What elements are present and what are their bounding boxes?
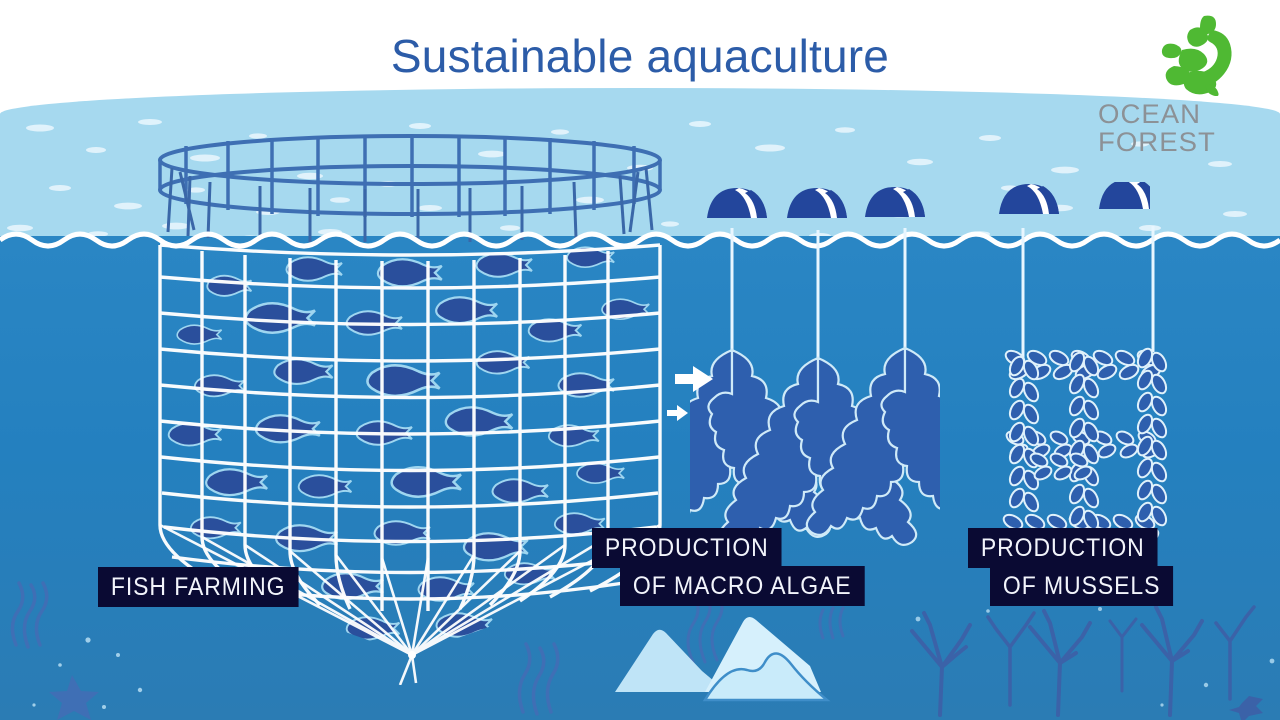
- buoy: [999, 184, 1059, 214]
- seabed-rocks: [605, 596, 895, 720]
- coral-icon: [910, 611, 972, 717]
- wave-svg: [0, 231, 1280, 249]
- title-band: [0, 0, 1280, 100]
- page-title: Sustainable aquaculture: [390, 30, 890, 82]
- logo-line-1: OCEAN: [1098, 99, 1202, 129]
- bubbles: [915, 607, 1275, 707]
- buoy: [707, 188, 767, 218]
- rock: [702, 652, 831, 702]
- mid-seabed-flora: [505, 620, 615, 720]
- net-svg: [158, 243, 662, 686]
- coral-icon: [1140, 605, 1204, 717]
- mussel-rope: [1029, 452, 1093, 481]
- buoy: [865, 187, 925, 217]
- rock: [615, 629, 727, 692]
- buoy: [1099, 182, 1150, 209]
- mid-flora-svg: [517, 642, 560, 716]
- label-macro-algae-line2[interactable]: OF MACRO ALGAE: [620, 566, 865, 606]
- corals-svg: [910, 605, 1275, 720]
- coral-icon: [1214, 605, 1256, 701]
- logo-text: OCEAN FOREST: [1098, 100, 1268, 156]
- fish-cage-ring: [150, 132, 670, 242]
- coral-icon: [1028, 609, 1092, 717]
- label-mussels-line2[interactable]: OF MUSSELS: [990, 566, 1174, 606]
- coral-icon: [986, 611, 1036, 707]
- arrows-svg: [667, 366, 713, 421]
- mussel-svg: [1002, 226, 1168, 545]
- logo-line-2: FOREST: [1098, 127, 1216, 157]
- mussel-rope: [1136, 347, 1168, 527]
- label-fish-farming[interactable]: FISH FARMING: [98, 567, 299, 607]
- seaweed-icon: [517, 642, 560, 716]
- water-surface-line: [0, 228, 1280, 250]
- left-seabed-flora: [0, 555, 200, 720]
- fish-net: [150, 225, 670, 686]
- arrow-icon: [667, 405, 688, 421]
- net-weight: [408, 651, 416, 659]
- label-mussels-line1[interactable]: PRODUCTION: [968, 528, 1158, 568]
- seabed-corals: [900, 595, 1280, 720]
- seaweed-icon: [10, 581, 49, 649]
- cage-ring-svg: [158, 134, 662, 242]
- buoy: [787, 188, 847, 218]
- mussel-rope-frame: [995, 170, 1185, 560]
- left-flora-svg: [10, 581, 143, 720]
- coral-icon: [1108, 617, 1138, 693]
- buoy-group: [707, 182, 1150, 218]
- seaweed-icon: [1161, 15, 1232, 96]
- starfish-icon: [1229, 696, 1263, 720]
- starfish-icon: [49, 675, 99, 720]
- nutrient-flow-arrows: [655, 360, 735, 440]
- rocks-svg: [615, 596, 845, 702]
- label-macro-algae-line1[interactable]: PRODUCTION: [592, 528, 782, 568]
- bubbles: [32, 637, 143, 709]
- arrow-icon: [675, 366, 713, 392]
- ocean-forest-logo[interactable]: OCEAN FOREST: [1098, 14, 1268, 164]
